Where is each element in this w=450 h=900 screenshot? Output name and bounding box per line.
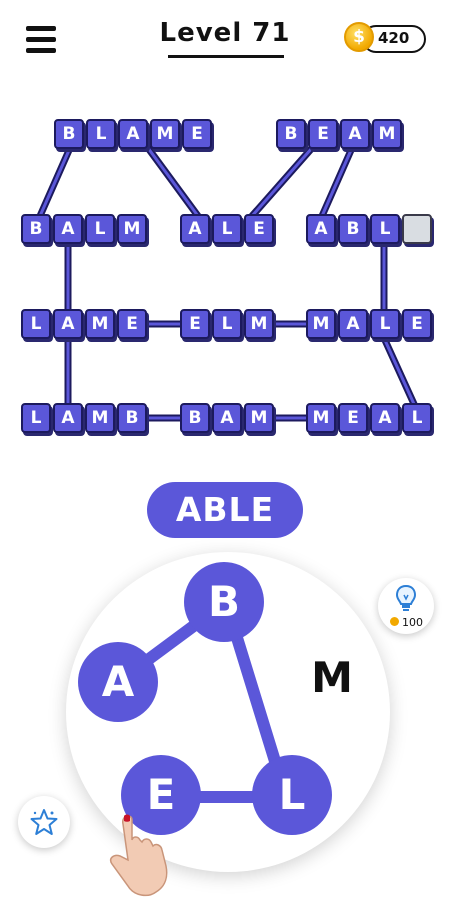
letter-tile: L bbox=[21, 309, 51, 339]
letter-tile: E bbox=[308, 119, 338, 149]
letter-tile: L bbox=[212, 309, 242, 339]
letter-tile: E bbox=[402, 309, 432, 339]
letter-tile: E bbox=[117, 309, 147, 339]
letter-tile: M bbox=[117, 214, 147, 244]
hint-button[interactable]: 100 bbox=[378, 578, 434, 634]
letter-tile: B bbox=[21, 214, 51, 244]
menu-icon-bar bbox=[26, 26, 56, 31]
lightbulb-icon bbox=[395, 584, 417, 611]
letter-tile: M bbox=[306, 403, 336, 433]
star-icon bbox=[30, 809, 58, 835]
letter-tile: B bbox=[180, 403, 210, 433]
letter-tile: E bbox=[338, 403, 368, 433]
letter-tile: A bbox=[118, 119, 148, 149]
letter-tile: E bbox=[180, 309, 210, 339]
hint-cost: 100 bbox=[402, 616, 423, 629]
letter-tile: M bbox=[244, 403, 274, 433]
letter-tile: M bbox=[372, 119, 402, 149]
word-male: M A L E bbox=[306, 309, 432, 339]
word-abl: A B L bbox=[306, 214, 432, 244]
word-blame: B L A M E bbox=[54, 119, 212, 149]
word-lamb: L A M B bbox=[21, 403, 147, 433]
word-ale: A L E bbox=[180, 214, 274, 244]
letter-tile: A bbox=[338, 309, 368, 339]
letter-tile: B bbox=[54, 119, 84, 149]
letter-tile: A bbox=[180, 214, 210, 244]
wheel-letter-e[interactable]: E bbox=[121, 755, 201, 835]
word-beam: B E A M bbox=[276, 119, 402, 149]
letter-tile: L bbox=[370, 309, 400, 339]
wheel-letter-m[interactable]: M bbox=[311, 653, 353, 702]
star-button[interactable] bbox=[18, 796, 70, 848]
letter-tile: M bbox=[306, 309, 336, 339]
level-title: Level 71 bbox=[159, 18, 291, 48]
word-elm: E L M bbox=[180, 309, 274, 339]
letter-tile: A bbox=[53, 214, 83, 244]
letter-wheel[interactable]: B A M E L bbox=[66, 552, 390, 872]
letter-tile: B bbox=[338, 214, 368, 244]
wheel-letter-a[interactable]: A bbox=[78, 642, 158, 722]
current-word-display: ABLE bbox=[147, 482, 303, 538]
letter-tile: L bbox=[370, 214, 400, 244]
letter-tile: L bbox=[85, 214, 115, 244]
letter-tile: M bbox=[85, 403, 115, 433]
word-bam: B A M bbox=[180, 403, 274, 433]
level-underline bbox=[168, 55, 284, 58]
letter-tile: A bbox=[53, 403, 83, 433]
letter-tile: L bbox=[21, 403, 51, 433]
letter-tile: A bbox=[370, 403, 400, 433]
letter-tile: M bbox=[150, 119, 180, 149]
menu-icon-bar bbox=[26, 48, 56, 53]
letter-tile: M bbox=[244, 309, 274, 339]
hint-coin-icon bbox=[390, 617, 399, 626]
word-lame: L A M E bbox=[21, 309, 147, 339]
letter-tile: B bbox=[276, 119, 306, 149]
letter-tile: A bbox=[340, 119, 370, 149]
letter-tile: E bbox=[244, 214, 274, 244]
letter-tile: L bbox=[86, 119, 116, 149]
coin-count: 420 bbox=[378, 29, 410, 47]
word-balm: B A L M bbox=[21, 214, 147, 244]
letter-tile: B bbox=[117, 403, 147, 433]
menu-button[interactable] bbox=[26, 26, 56, 53]
letter-tile: L bbox=[212, 214, 242, 244]
wheel-letter-b[interactable]: B bbox=[184, 562, 264, 642]
letter-tile: A bbox=[53, 309, 83, 339]
word-meal: M E A L bbox=[306, 403, 432, 433]
empty-letter-tile bbox=[402, 214, 432, 244]
coin-icon: $ bbox=[344, 22, 374, 52]
wheel-letter-l[interactable]: L bbox=[252, 755, 332, 835]
coin-balance[interactable]: $ 420 bbox=[344, 22, 426, 54]
hand-pointer-icon bbox=[109, 814, 168, 897]
letter-tile: L bbox=[402, 403, 432, 433]
letter-tile: M bbox=[85, 309, 115, 339]
letter-tile: A bbox=[306, 214, 336, 244]
letter-tile: E bbox=[182, 119, 212, 149]
menu-icon-bar bbox=[26, 37, 56, 42]
letter-tile: A bbox=[212, 403, 242, 433]
